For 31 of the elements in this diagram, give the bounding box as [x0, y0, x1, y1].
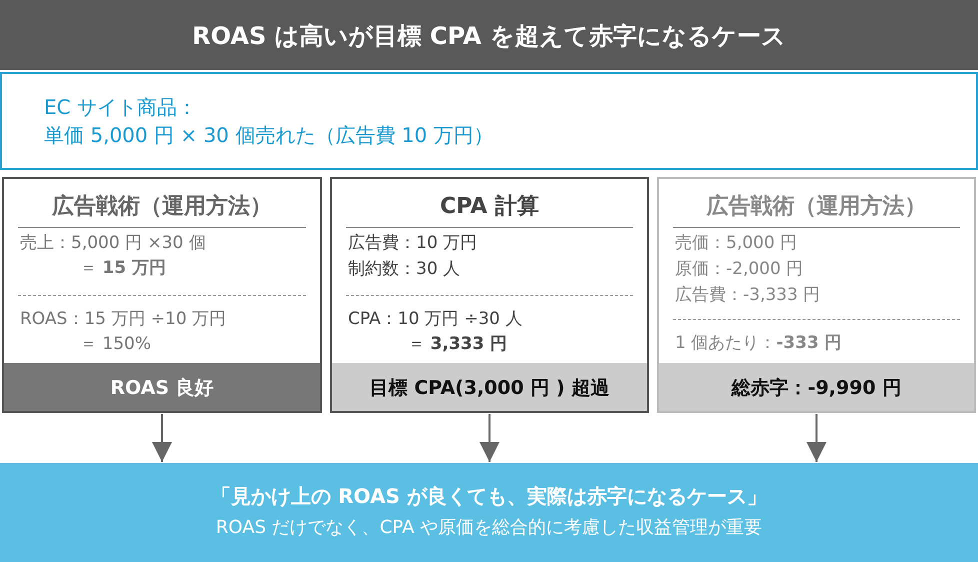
calculation-text: 原価：-2,000 円: [675, 258, 804, 281]
calculation-text: CPA：10 万円 ÷30 人＝ 3,333 円: [348, 308, 524, 356]
card-heading: 広告戦術（運用方法）: [18, 191, 306, 228]
summary-heading: 「見かけ上の ROAS が良くても、実際は赤字になるケース」: [210, 483, 768, 510]
info-heading: EC サイト商品：: [44, 94, 197, 121]
down-arrow: [480, 414, 500, 462]
result-text: 総赤字：-9,990 円: [730, 376, 902, 401]
result-text: 目標 CPA(3,000 円 ) 超過: [368, 376, 610, 401]
calculation-text: 広告費：-3,333 円: [675, 284, 822, 307]
result-bar: [332, 363, 647, 411]
summary-text: ROAS だけでなく、CPA や原価を総合的に考慮した収益管理が重要: [214, 516, 764, 539]
down-arrow: [152, 414, 172, 462]
result-bar: [659, 363, 974, 411]
calculation-text: 制約数：30 人: [348, 258, 462, 281]
card-heading: 広告戦術（運用方法）: [673, 191, 960, 228]
card-heading: CPA 計算: [346, 191, 633, 228]
calculation-text: 売上：5,000 円 ×30 個＝ 15 万円: [20, 232, 207, 280]
calculation-card: [330, 177, 649, 413]
info-box: [0, 72, 978, 170]
calculation-card: [657, 177, 976, 413]
result-bar: [4, 363, 320, 411]
calculation-text: 売価：5,000 円: [675, 232, 798, 255]
info-text: 単価 5,000 円 × 30 個売れた（広告費 10 万円）: [44, 122, 494, 149]
calculation-text: 広告費：10 万円: [348, 232, 478, 255]
calculation-card: [2, 177, 322, 413]
down-arrow: [806, 414, 826, 462]
calculation-text: ROAS：15 万円 ÷10 万円＝ 150%: [20, 308, 228, 356]
calculation-text: 1 個あたり：-333 円: [675, 332, 843, 355]
title: ROAS は高いが目標 CPA を超えて赤字になるケース: [191, 21, 787, 52]
result-text: ROAS 良好: [109, 376, 215, 401]
summary-banner: [0, 463, 978, 562]
